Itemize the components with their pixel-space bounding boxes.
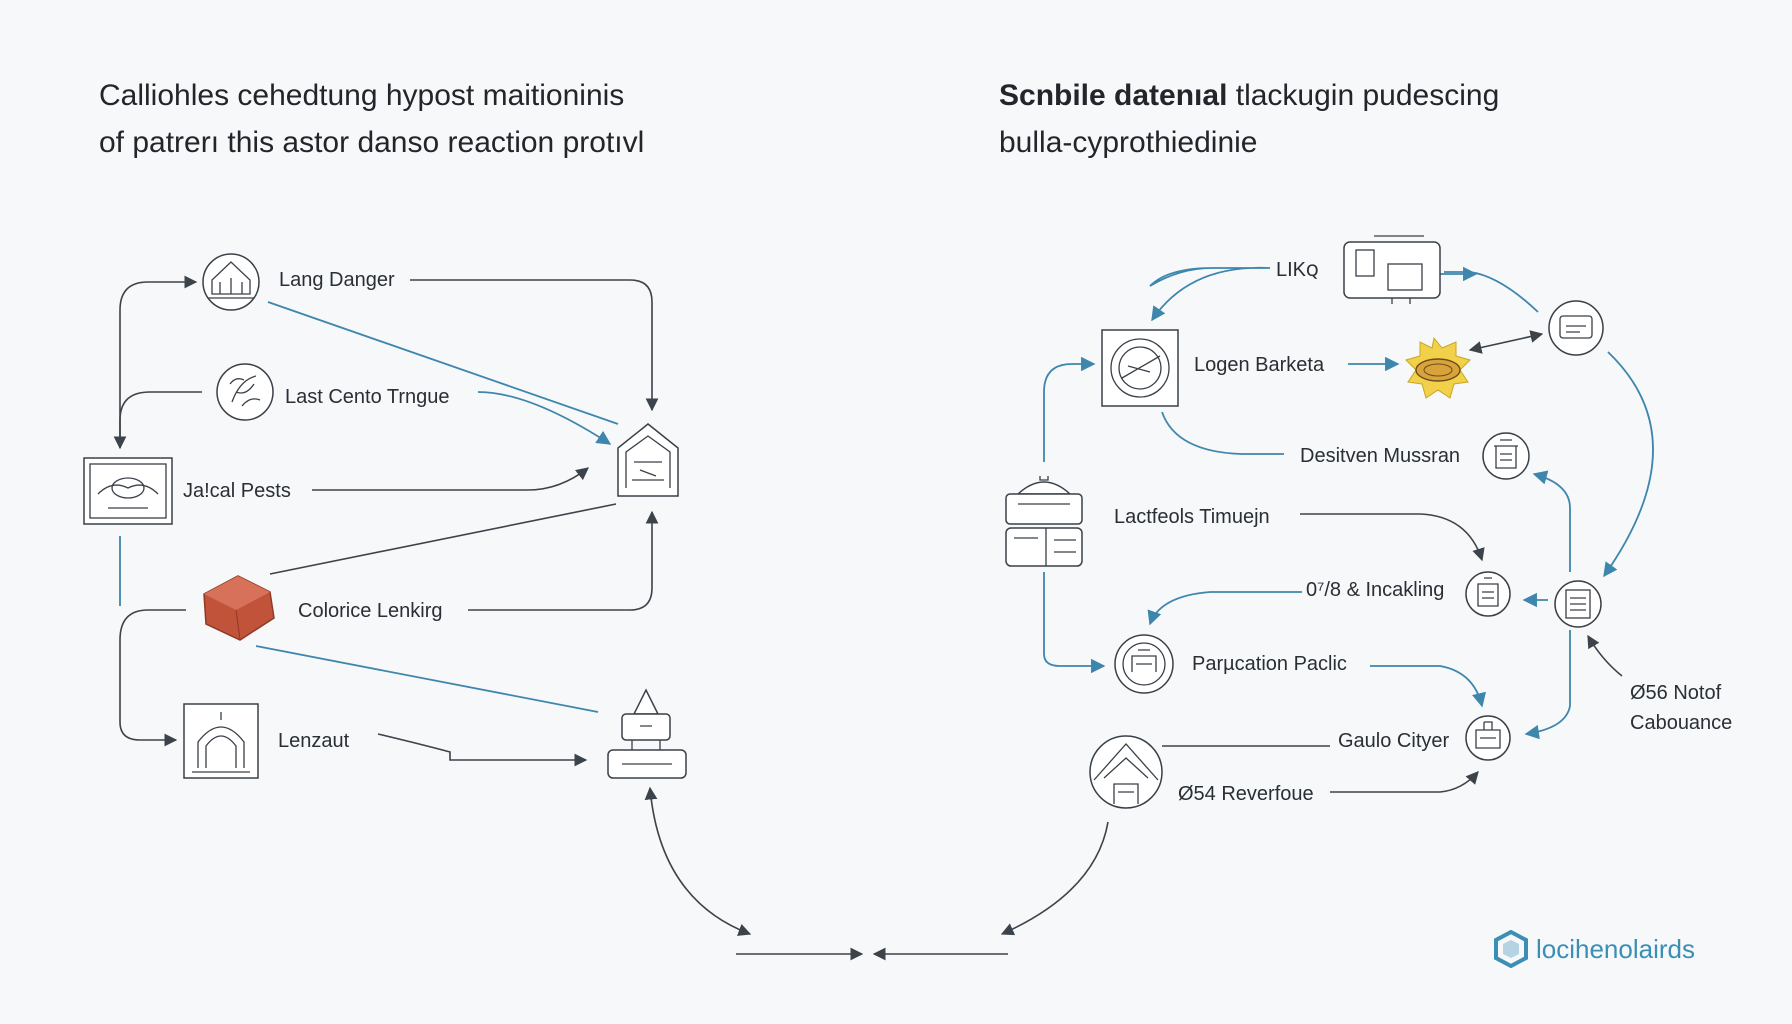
node-parucation-paclic[interactable]: Parµcation Paclic: [1114, 634, 1347, 694]
edge-robot-down: [644, 786, 752, 936]
left-title-line2: of patrerı this astor danso reaction pro…: [99, 126, 645, 159]
left-diagram-title: Calliohles cehedtung hypost maitioninis o…: [99, 72, 739, 166]
node-incakling[interactable]: 0⁷/8 & Incakling: [1306, 571, 1511, 617]
edge-likes-to-logen-blue: [1150, 266, 1271, 320]
edge-lang-to-house-blue: [267, 301, 619, 425]
right-edges: [1000, 266, 1654, 936]
node-lenzaut[interactable]: Lenzaut: [183, 703, 350, 779]
appliance-icon: [1343, 235, 1441, 304]
node-temple-right[interactable]: [1089, 735, 1163, 809]
label-gaulo-cityer: Gaulo Cityer: [1338, 730, 1449, 752]
right-title-rest: tlackugin pudescing: [1227, 79, 1500, 112]
jar-icon: [1482, 432, 1530, 480]
edge-lastcento-to-jalcal: [113, 391, 202, 450]
left-title-line1: Calliohles cehedtung hypost maitioninis: [99, 79, 625, 112]
label-likes: LIKꞯ: [1276, 259, 1319, 281]
node-colorice[interactable]: Colorice Lenkirg: [203, 575, 443, 641]
edge-temple-down: [1000, 821, 1109, 936]
lab-machine-icon: [1005, 476, 1083, 567]
temple-icon: [202, 253, 260, 311]
node-likes[interactable]: LIKꞯ: [1276, 235, 1441, 304]
edge-colorice-to-house: [269, 503, 617, 575]
node-desitven-mussran[interactable]: Desitven Mussran: [1300, 432, 1530, 480]
brand-name: locihenolairds: [1536, 933, 1695, 964]
label-logen-barketa: Logen Barketa: [1194, 354, 1325, 376]
node-gaulo-cityer[interactable]: Gaulo Cityer: [1338, 715, 1511, 761]
label-lang-danger: Lang Danger: [279, 269, 395, 291]
gear-icon: [1548, 300, 1604, 356]
compass-icon: [1101, 329, 1179, 407]
label-notof-line1: Ø56 Notof: [1630, 682, 1722, 704]
pagoda-icon: [1089, 735, 1163, 809]
brick-icon: [203, 575, 275, 641]
label-last-cento: Last Cento Trngue: [285, 386, 450, 408]
label-lenzaut: Lenzaut: [278, 730, 350, 752]
plant-icon: [216, 363, 274, 421]
edge-colorice-up: [468, 510, 659, 611]
node-scroll[interactable]: [1554, 580, 1602, 628]
node-gear[interactable]: [1548, 300, 1604, 356]
node-notof-cabouance[interactable]: Ø56 Notof Cabouance: [1630, 682, 1732, 734]
house-icon: [617, 423, 679, 497]
dial-icon: [1114, 634, 1174, 694]
edge-appliance-to-gear-blue: [1444, 271, 1539, 313]
edge-scroll-down-blue: [1524, 630, 1571, 740]
edge-lab-to-parucation-blue: [1043, 572, 1106, 674]
edge-scroll-up-blue: [1532, 470, 1571, 572]
node-house[interactable]: [617, 423, 679, 497]
edge-colorice-to-lenzaut: [119, 609, 186, 747]
edge-colorice-to-robot-blue: [255, 645, 599, 713]
edge-lenzaut-to-robot: [377, 733, 588, 767]
edge-jalcal-to-lang: [119, 275, 198, 448]
node-lactfeols-timuejn[interactable]: Lactfeols Timuejn: [1114, 506, 1270, 528]
edge-lastcento-to-house-blue: [477, 391, 612, 445]
node-lang-danger[interactable]: Lang Danger: [202, 253, 395, 311]
label-colorice: Colorice Lenkirg: [298, 600, 443, 622]
edge-jalcal-to-house: [312, 467, 590, 491]
left-edges: [113, 275, 752, 936]
edge-parucation-to-gaulo: [1370, 665, 1487, 708]
edge-lactfeols-to-incakling: [1300, 513, 1485, 562]
brand-logo[interactable]: locihenolairds: [1494, 927, 1695, 971]
node-lab-machine[interactable]: [1005, 476, 1083, 567]
cart-icon: [1465, 715, 1511, 761]
edge-gear-to-scroll-blue: [1603, 351, 1654, 578]
right-title-bold: Scnbile datenıal: [999, 79, 1228, 112]
edge-logen-to-desitven-blue: [1161, 411, 1284, 455]
label-lactfeols-timuejn: Lactfeols Timuejn: [1114, 506, 1270, 528]
edge-lang-to-topright: [410, 279, 659, 412]
label-reverfoue: Ø54 Reverfoue: [1178, 783, 1314, 805]
edge-sun-to-gear: [1468, 330, 1544, 354]
edge-lab-to-logen-blue: [1043, 356, 1096, 462]
edge-reverfoue-to-gaulo: [1330, 771, 1479, 793]
robot-icon: [607, 688, 687, 779]
label-incakling: 0⁷/8 & Incakling: [1306, 579, 1444, 601]
banknote-icon: [83, 457, 173, 525]
right-diagram-title: Scnbile datenıal tlackugin pudescing bull…: [999, 72, 1639, 166]
label-desitven-mussran: Desitven Mussran: [1300, 445, 1460, 467]
label-jalcal-pests: Ja!cal Pests: [183, 480, 291, 502]
grinder-icon: [1465, 571, 1511, 617]
label-parucation-paclic: Parµcation Paclic: [1192, 653, 1347, 675]
label-notof-line2: Cabouance: [1630, 712, 1732, 734]
node-logen-barketa[interactable]: Logen Barketa: [1101, 329, 1325, 407]
edge-notof-to-scroll: [1587, 634, 1623, 677]
scroll-icon: [1554, 580, 1602, 628]
node-last-cento[interactable]: Last Cento Trngue: [216, 363, 450, 421]
node-jalcal-pests[interactable]: Ja!cal Pests: [83, 457, 291, 525]
edge-incakling-to-parucation-blue: [1147, 591, 1302, 626]
node-robot[interactable]: [607, 688, 687, 779]
hexagon-logo-icon: [1494, 930, 1528, 968]
node-sun[interactable]: [1405, 336, 1471, 399]
sun-icon: [1405, 336, 1471, 399]
node-reverfoue[interactable]: Ø54 Reverfoue: [1178, 783, 1314, 805]
right-title-line2: bulla-cyprothiedinie: [999, 126, 1258, 159]
gate-icon: [183, 703, 259, 779]
